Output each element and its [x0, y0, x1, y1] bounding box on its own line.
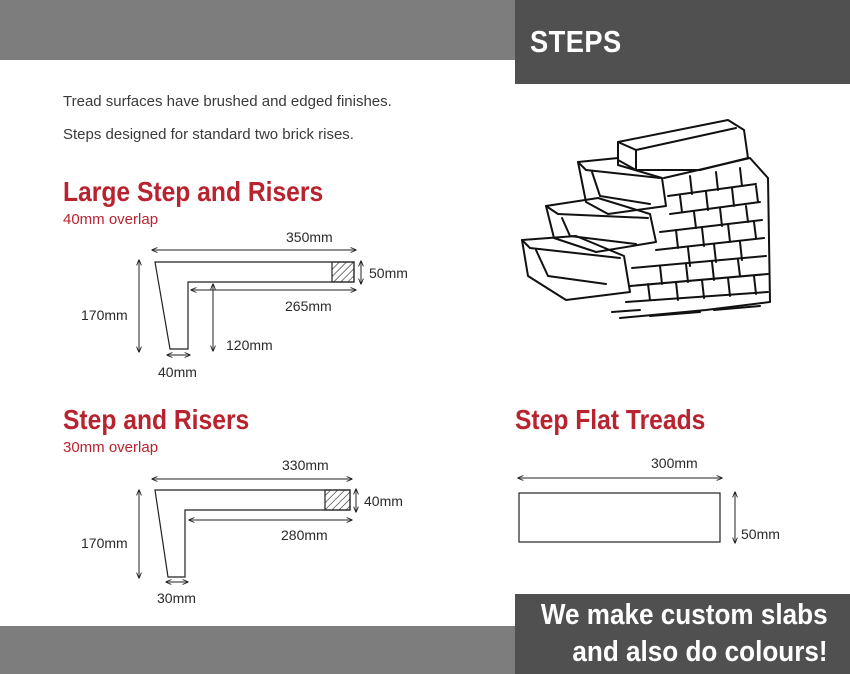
step-profile: [154, 489, 351, 578]
step-overlap: 30mm overlap: [63, 439, 159, 456]
step-width-label: 330mm: [282, 457, 329, 473]
large-step-thickness-label: 50mm: [369, 265, 408, 281]
large-step-riser-gap-label: 120mm: [226, 337, 273, 353]
bottom-banner: [0, 626, 515, 674]
step-inner-label: 280mm: [281, 527, 328, 543]
steps-illustration: [521, 119, 771, 319]
step-dimension-lines: [139, 479, 356, 582]
promo-line-2: and also do colours!: [572, 636, 828, 668]
step-height-label: 170mm: [81, 535, 128, 551]
promo-line-1: We make custom slabs: [541, 599, 828, 631]
intro-line-1: Tread surfaces have brushed and edged fi…: [63, 93, 392, 110]
promo-block: We make custom slabs and also do colours…: [515, 594, 850, 674]
large-step-dimension-lines: [139, 250, 361, 355]
large-step-height-label: 170mm: [81, 307, 128, 323]
step-thickness-label: 40mm: [364, 493, 403, 509]
flat-tread-profile: [518, 492, 721, 543]
intro-line-2: Steps designed for standard two brick ri…: [63, 126, 354, 143]
large-step-inner-label: 265mm: [285, 298, 332, 314]
flat-tread-dimension-lines: [518, 478, 735, 543]
flat-tread-heading: Step Flat Treads: [515, 404, 706, 435]
page-title: STEPS: [530, 24, 622, 59]
flat-tread-width-label: 300mm: [651, 455, 698, 471]
large-step-riser-label: 40mm: [158, 364, 197, 380]
step-heading: Step and Risers: [63, 404, 250, 435]
step-riser-label: 30mm: [157, 590, 196, 606]
flat-tread-height-label: 50mm: [741, 526, 780, 542]
title-block: STEPS: [515, 0, 850, 84]
large-step-heading: Large Step and Risers: [63, 176, 324, 207]
top-banner: [0, 0, 515, 60]
large-step-overlap: 40mm overlap: [63, 211, 159, 228]
large-step-profile: [154, 261, 355, 350]
large-step-width-label: 350mm: [286, 229, 333, 245]
